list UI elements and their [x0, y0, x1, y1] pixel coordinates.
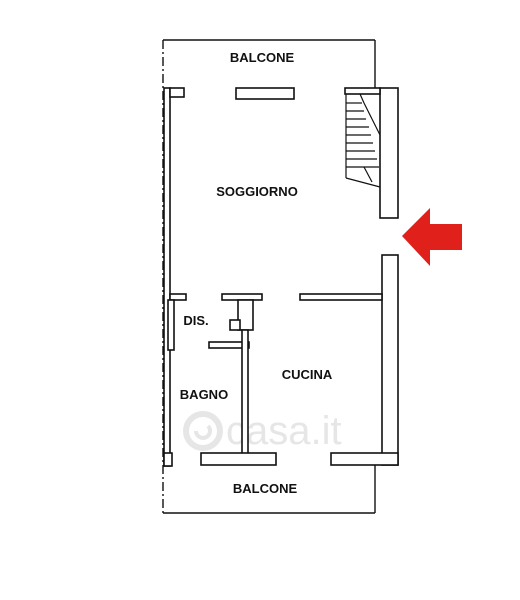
room-label-bagno: BAGNO	[180, 387, 228, 402]
room-labels: BALCONE SOGGIORNO DIS. BAGNO CUCINA BALC…	[180, 50, 333, 496]
watermark: casa.it	[183, 409, 342, 453]
room-label-balcone-bottom: BALCONE	[233, 481, 298, 496]
staircase-icon	[345, 93, 381, 188]
arrow-left-icon	[402, 208, 462, 266]
room-label-dis: DIS.	[183, 313, 208, 328]
room-label-cucina: CUCINA	[282, 367, 333, 382]
room-label-balcone-top: BALCONE	[230, 50, 295, 65]
casa-it-logo-icon	[183, 411, 223, 451]
room-label-soggiorno: SOGGIORNO	[216, 184, 298, 199]
outer-boundary	[162, 39, 376, 514]
walls	[163, 87, 399, 467]
